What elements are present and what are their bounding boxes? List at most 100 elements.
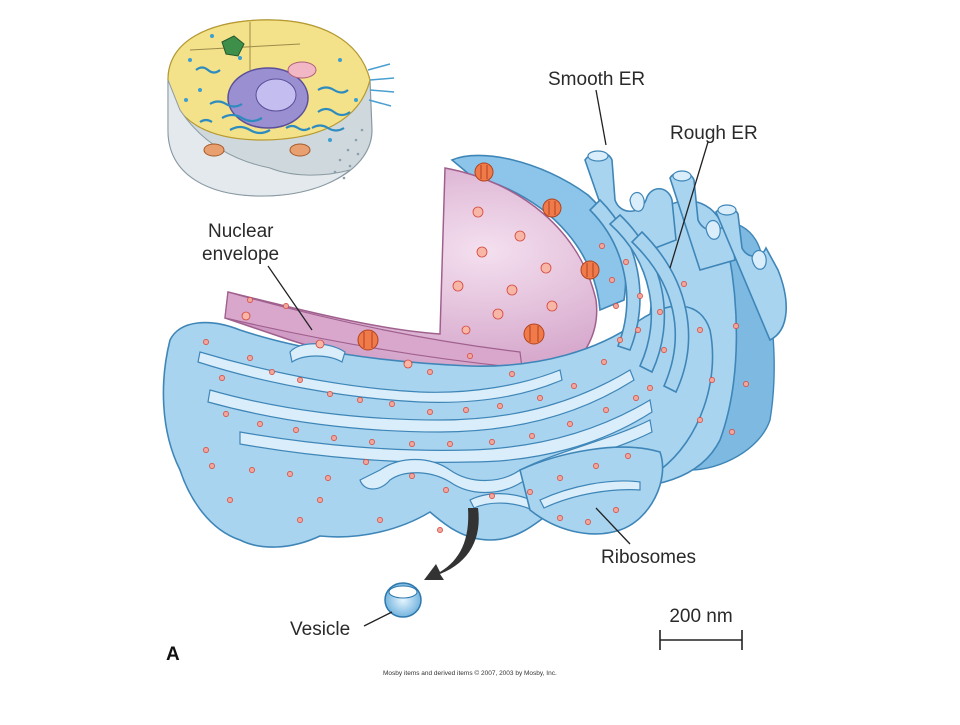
ribosome-dot: [249, 467, 255, 473]
ribosome-dot: [697, 327, 703, 333]
label-smooth-er: Smooth ER: [548, 69, 645, 90]
nuclear-pore: [357, 329, 379, 351]
leader-lines: [267, 89, 709, 627]
ribosome-dot: [537, 395, 543, 401]
cell-mitochondrion: [203, 143, 225, 157]
ribosome-dot: [529, 433, 535, 439]
ribosome-dot: [463, 407, 469, 413]
ribosome-dot: [297, 377, 303, 383]
label-vesicle: Vesicle: [290, 619, 350, 640]
ribosome-dot: [557, 475, 563, 481]
ribosome-dot: [443, 487, 449, 493]
nuclear-pore: [523, 323, 545, 345]
ribosome-dot: [617, 337, 623, 343]
ribosome-dot: [571, 383, 577, 389]
leader-smooth-er: [595, 89, 607, 146]
ribosome-dot: [603, 407, 609, 413]
ribosome-dot: [409, 441, 415, 447]
budding-arrow: [424, 508, 479, 580]
ribosome-dot: [623, 259, 629, 265]
ribosome-dot: [633, 395, 639, 401]
ribosome-dot: [409, 473, 415, 479]
label-nuclear: Nuclear: [208, 221, 274, 242]
ribosome-dot: [427, 409, 433, 415]
leader-rough-er: [669, 141, 709, 269]
ribosome-dot: [661, 347, 667, 353]
cell-er-squiggles: [195, 66, 351, 135]
ribosome-dot: [357, 397, 363, 403]
nuclear-pores: [357, 162, 600, 351]
ribosome-dot: [203, 339, 209, 345]
smooth-er-opening: [717, 204, 737, 216]
cell-vacuole: [287, 61, 317, 79]
ribosome-dot: [227, 497, 233, 503]
ribosome-dot: [601, 359, 607, 365]
ribosome-dot: [613, 507, 619, 513]
ribosome-dot: [257, 421, 263, 427]
ribosome-dot: [635, 327, 641, 333]
ribosome-dot: [613, 303, 619, 309]
ribosome-dot: [527, 489, 533, 495]
ribosome-dot: [489, 439, 495, 445]
ribosome-dot: [709, 377, 715, 383]
ribosome-dot: [593, 463, 599, 469]
ribosome-dot: [287, 471, 293, 477]
ribosome-dot: [657, 309, 663, 315]
label-envelope: envelope: [202, 244, 279, 265]
ribosome-dot: [497, 403, 503, 409]
vesicle: [384, 582, 422, 618]
er-lumen-channel: [539, 480, 641, 509]
ribosome-dot: [609, 277, 615, 283]
ribosome-dot: [389, 401, 395, 407]
cell-microvilli: [367, 63, 395, 107]
ribosome-dot: [567, 421, 573, 427]
ribosome-dot: [437, 527, 443, 533]
ribosome-dot: [269, 369, 275, 375]
ribosome-dot: [733, 323, 739, 329]
ribosome-dot: [247, 297, 253, 303]
cell-overview-inset: [167, 19, 395, 197]
ribosome-dot: [209, 463, 215, 469]
smooth-er-opening: [672, 170, 692, 182]
ribosome-dot: [647, 385, 653, 391]
ribosome-dot: [585, 519, 591, 525]
cell-nucleolus: [255, 78, 297, 112]
ribosome-dot: [557, 515, 563, 521]
smooth-er-opening: [587, 150, 609, 162]
ribosome-dot: [325, 475, 331, 481]
label-ribosomes: Ribosomes: [601, 547, 696, 568]
leader-ribosomes: [595, 507, 631, 545]
cell-mitochondrion: [289, 143, 311, 157]
ribosome-dot: [427, 369, 433, 375]
ribosome-dot: [247, 355, 253, 361]
leader-vesicle: [363, 611, 393, 627]
cell-organelle-green: [221, 35, 245, 57]
ribosome-dot: [625, 453, 631, 459]
ribosome-dot: [297, 517, 303, 523]
ribosome-dot: [447, 441, 453, 447]
scale-bar: 200 nm: [659, 606, 743, 650]
smooth-er-tubules: [584, 150, 787, 342]
ribosome-dot: [223, 411, 229, 417]
cell-cut-face: [167, 79, 351, 197]
ribosome-dot: [697, 417, 703, 423]
er-structure: [162, 150, 787, 548]
ribosome-dot: [219, 375, 225, 381]
ribosome-dot: [637, 293, 643, 299]
nuclear-pore: [474, 162, 494, 182]
ribosome-dot: [293, 427, 299, 433]
ribosome-dot: [331, 435, 337, 441]
cell-secretion-dots: [333, 128, 364, 180]
nuclear-pore: [542, 198, 562, 218]
ribosome-dot: [743, 381, 749, 387]
ribosome-dot: [467, 353, 473, 359]
scale-bar-label: 200 nm: [669, 606, 732, 627]
ribosome-dot: [509, 371, 515, 377]
ribosome-dot: [203, 447, 209, 453]
ribosome-dot: [363, 459, 369, 465]
nuclear-pore: [580, 260, 600, 280]
ribosome-dots: [203, 243, 749, 533]
ribosome-dot: [327, 391, 333, 397]
